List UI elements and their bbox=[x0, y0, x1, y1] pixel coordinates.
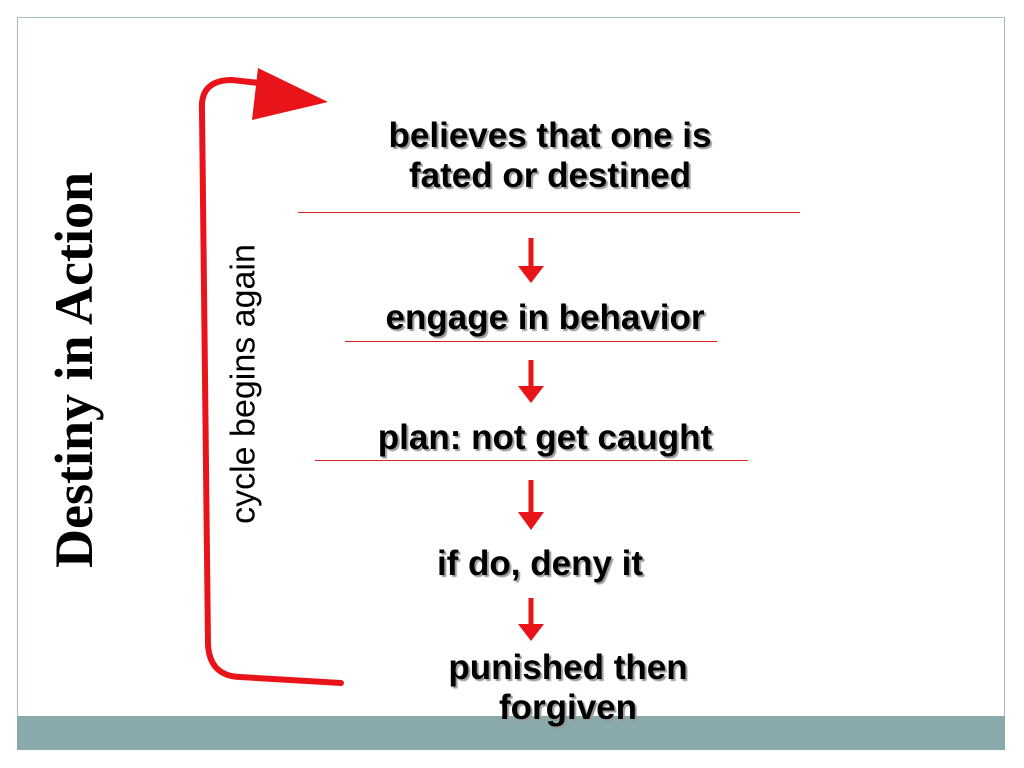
step-plan: plan: not get caught bbox=[290, 418, 800, 458]
step-believes: believes that one is fated or destined bbox=[300, 116, 800, 196]
down-arrow bbox=[518, 598, 544, 641]
down-arrow bbox=[518, 480, 544, 530]
step-line: plan: not get caught bbox=[377, 418, 713, 457]
step-line: engage in behavior bbox=[385, 298, 705, 337]
footer-band bbox=[17, 716, 1005, 750]
step-line: fated or destined bbox=[409, 156, 691, 195]
step-line: believes that one is bbox=[388, 116, 712, 155]
slide-frame bbox=[17, 17, 1005, 750]
down-arrow bbox=[518, 238, 544, 283]
divider-line bbox=[315, 460, 748, 461]
step-deny: if do, deny it bbox=[290, 544, 790, 584]
cycle-arrowhead bbox=[252, 68, 328, 120]
step-engage: engage in behavior bbox=[290, 298, 800, 338]
divider-line bbox=[345, 341, 717, 342]
step-line: if do, deny it bbox=[436, 544, 644, 583]
step-line: forgiven bbox=[498, 688, 638, 727]
divider-line bbox=[298, 212, 800, 213]
down-arrow bbox=[518, 360, 544, 403]
step-punished: punished then forgiven bbox=[318, 648, 818, 728]
step-line: punished then bbox=[448, 648, 688, 687]
cycle-loop-arrow bbox=[198, 76, 344, 686]
